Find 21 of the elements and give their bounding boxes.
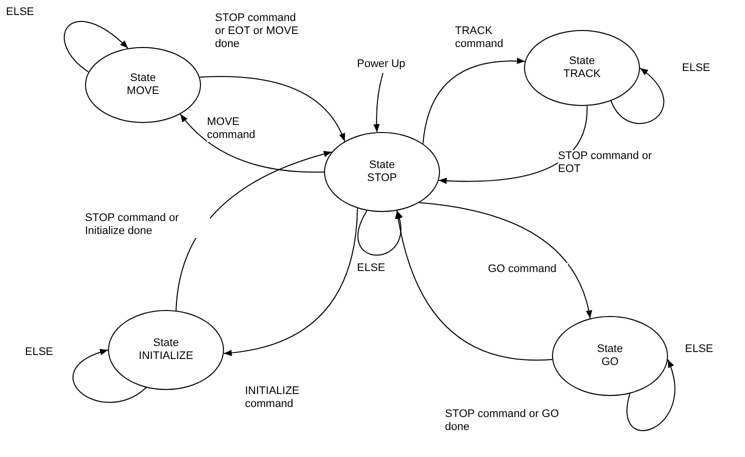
self-loop-arrow [610,68,664,124]
state-name: State STOP [367,159,397,185]
state-name: State GO [597,343,623,369]
node-label: Power Up [357,58,406,71]
state-name: State MOVE [126,72,160,98]
edge-label: STOP command or Initialize done [85,212,210,238]
state-name: State TRACK [563,55,601,81]
transition-arrow [373,72,384,133]
transition-arrow [180,114,324,173]
transition-arrow [418,202,592,319]
self-loop-arrow [357,210,402,256]
transition-arrow [176,151,332,312]
transition-arrow [395,210,553,361]
transition-arrow [199,76,346,142]
self-loop-arrow [626,358,676,431]
transition-arrow [223,208,358,356]
self-loop-arrow [72,350,147,403]
state-name: State INITIALIZE [138,337,194,363]
transition-arrow [438,105,588,184]
transition-arrow [422,58,526,144]
self-loop-arrow [64,20,128,72]
